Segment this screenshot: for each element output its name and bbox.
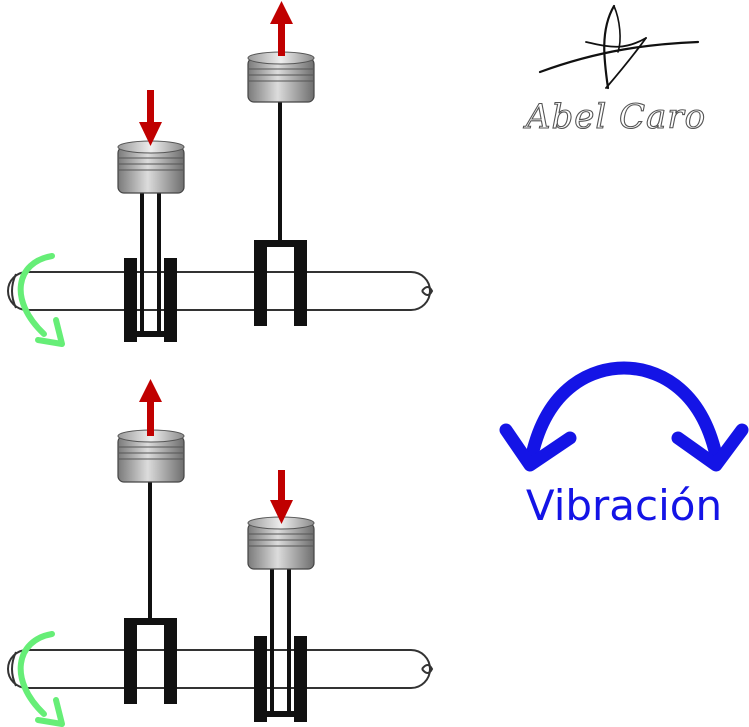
crank-throw-left xyxy=(124,190,177,342)
double-curved-arrow-icon xyxy=(499,361,749,472)
arrow-up-icon xyxy=(139,379,162,436)
crankshaft xyxy=(7,271,434,311)
bottom-configuration xyxy=(7,379,434,727)
arrow-down-icon xyxy=(139,90,162,146)
top-configuration xyxy=(7,1,434,347)
vibration-label: Vibración xyxy=(526,481,722,530)
signature-name: Abel Caro xyxy=(523,97,706,137)
curved-arrow-icon xyxy=(17,253,65,347)
signature-logo-icon xyxy=(538,4,700,90)
piston-right xyxy=(247,516,315,570)
crank-throw-right xyxy=(254,566,307,722)
piston-left xyxy=(117,140,185,194)
curved-arrow-icon xyxy=(17,631,65,727)
piston-left xyxy=(117,429,185,483)
crank-throw-right xyxy=(254,100,307,326)
arrow-up-icon xyxy=(270,1,293,56)
crank-throw-left xyxy=(124,478,177,704)
piston-right xyxy=(247,51,315,103)
arrow-down-icon xyxy=(270,470,293,524)
crankshaft xyxy=(7,649,434,689)
